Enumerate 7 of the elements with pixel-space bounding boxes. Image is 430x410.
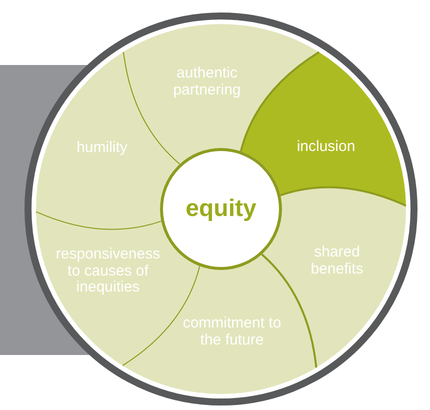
center-label: equity [186,197,256,221]
segment-label: shared benefits [310,244,364,278]
segment-label: responsiveness to causes of inequities [54,246,162,296]
segment-label: inclusion [296,138,356,156]
segment-label: commitment to the future [182,316,282,348]
segment-label: humility [76,140,128,156]
segment-label: authentic partnering [172,66,242,98]
